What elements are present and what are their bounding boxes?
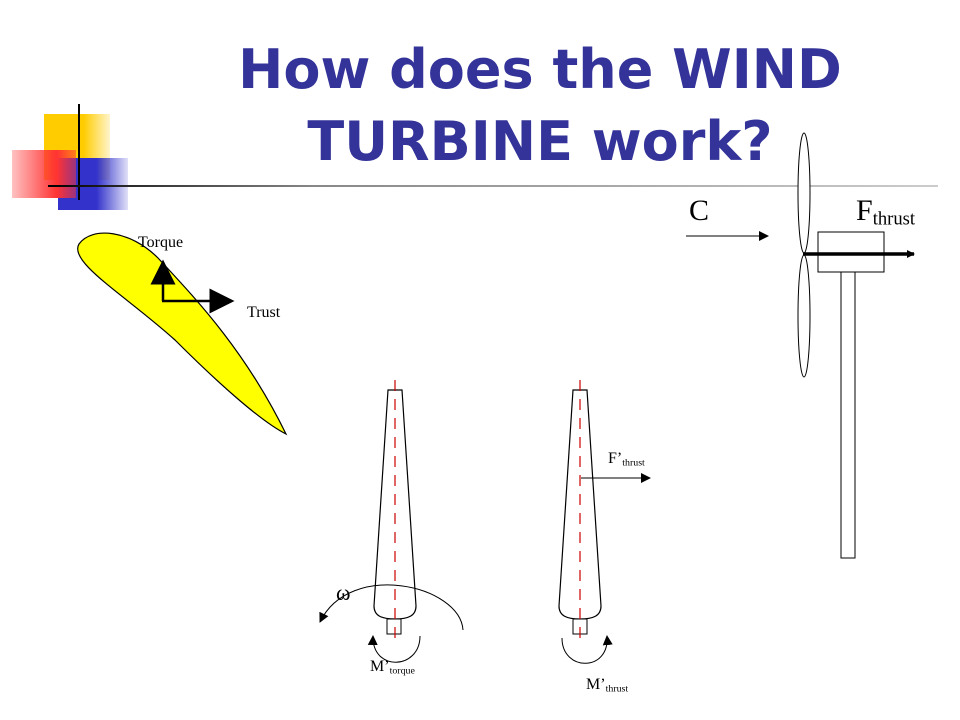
omega-rotation-arrow (319, 584, 464, 631)
thrust-moment-arrow (561, 635, 613, 664)
omega-label: ω (336, 580, 351, 605)
torque-label: Torque (138, 234, 184, 251)
thrust-moment-label: M’thrust (586, 676, 628, 694)
thrust-force-label: Fthrust (856, 194, 915, 231)
blade-thrust-force-label: F’thrust (608, 450, 645, 468)
blade-thrust-force-label-sub: thrust (622, 457, 645, 469)
thrust-moment-label-sub: thrust (605, 683, 629, 695)
title-line-1: How does the WIND (238, 38, 842, 101)
thrust-force-label-sub: thrust (872, 208, 916, 230)
airfoil-shape (77, 232, 288, 436)
blade-torque-root (386, 618, 402, 635)
turbine-tower (840, 271, 856, 559)
turbine-blade-upper (797, 132, 811, 254)
torque-moment-label: M’torque (370, 658, 415, 676)
torque-moment-arrow (367, 635, 421, 663)
torque-moment-label-main: M’ (370, 658, 390, 675)
blade-thrust-force-label-main: F’ (608, 450, 623, 467)
thrust-moment-label-main: M’ (586, 676, 606, 693)
deco-vertical-line (78, 104, 80, 200)
page-title: How does the WIND TURBINE work? (130, 34, 950, 178)
turbine-nacelle (817, 231, 885, 273)
trust-label: Trust (247, 304, 281, 321)
wind-label: C (689, 194, 710, 227)
torque-moment-label-sub: torque (389, 665, 415, 677)
turbine-blade-lower (797, 254, 811, 378)
deco-horizontal-line (48, 185, 938, 187)
title-line-2: TURBINE work? (307, 110, 773, 173)
deco-red-square (12, 150, 76, 198)
thrust-force-label-main: F (856, 194, 873, 227)
